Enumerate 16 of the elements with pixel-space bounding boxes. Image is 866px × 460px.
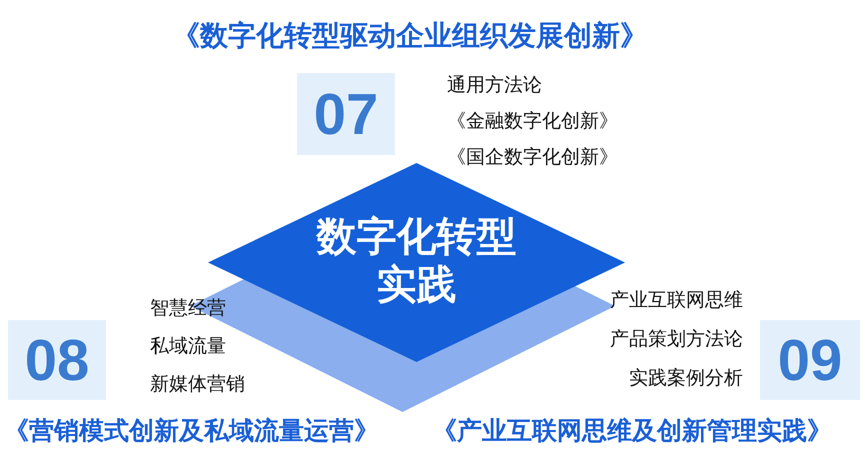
number-tile: 09 [760, 320, 860, 400]
topic-text: 《国企数字化创新》 [447, 148, 618, 167]
title: 《数字化转型驱动企业组织发展创新》 [171, 22, 649, 50]
topic-text: 智慧经营 [150, 299, 226, 318]
topic-text: 实践案例分析 [629, 369, 743, 388]
number-tile: 08 [8, 320, 106, 400]
topic-text: 通用方法论 [447, 76, 542, 95]
topic-text: 新媒体营销 [150, 375, 245, 394]
topic-text: 产业互联网思维 [610, 291, 743, 310]
section-title: 《营销模式创新及私域流量运营》 [4, 418, 379, 443]
number-tile: 07 [297, 73, 395, 155]
topic-text: 私域流量 [150, 337, 226, 356]
topic-text: 产品策划方法论 [610, 330, 743, 349]
topic-text: 《金融数字化创新》 [447, 112, 618, 131]
center-heading: 数字化转型实践 [315, 212, 518, 308]
section-title: 《产业互联网思维及创新管理实践》 [432, 418, 832, 443]
